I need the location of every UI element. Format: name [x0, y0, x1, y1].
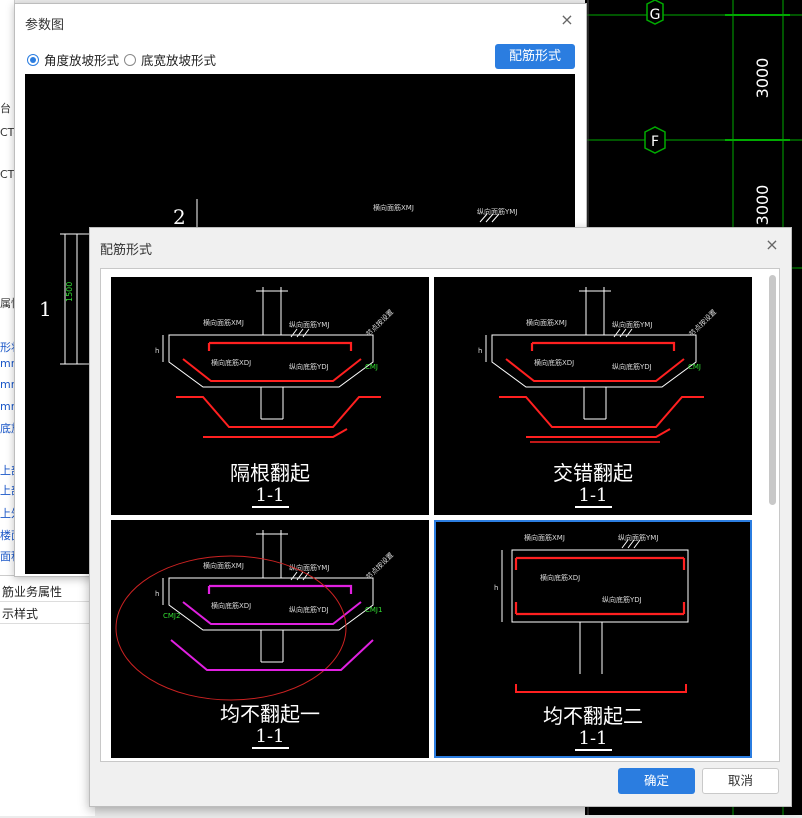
rebar-option-drawing: h 横向面筋XMJ 纵向面筋YMJ 横向底筋XDJ 纵向底筋YDJ — [494, 533, 689, 693]
params-dialog-title: 参数图 — [25, 18, 65, 33]
rebar-option-section: 1-1 — [111, 485, 429, 508]
drawing-label-xdj: 横向底筋XDJ — [540, 573, 580, 582]
axis-bubble-f — [644, 126, 666, 154]
drawing-label-h: h — [494, 584, 498, 592]
left-fragment-0: 台 — [0, 102, 11, 115]
preview-label-2: 2 — [173, 205, 186, 229]
drawing-label-xmj: 横向面筋XMJ — [524, 533, 565, 542]
props-row-display-style[interactable]: 示样式 — [0, 604, 95, 624]
drawing-label-xmj: 横向面筋XMJ — [203, 561, 244, 570]
rebar-option-section: 1-1 — [436, 728, 750, 751]
drawing-label-cmj: CMJ1 — [365, 606, 382, 614]
axis-label-f: F — [651, 134, 659, 150]
rebar-option-drawing: h 横向面筋XMJ 纵向面筋YMJ 横向底筋XDJ 纵向底筋YDJ CMJ 节点按设置 — [155, 287, 395, 438]
drawing-label-node: 节点按设置 — [364, 307, 395, 338]
radio-angle-slope[interactable]: 角度放坡形式 — [27, 50, 119, 69]
radio-unchecked-icon — [124, 53, 136, 66]
drawing-label-ymj: 纵向面筋YMJ — [612, 320, 652, 329]
rebar-option-alternate-bent[interactable]: h 横向面筋XMJ 纵向面筋YMJ 横向底筋XDJ 纵向底筋YDJ CMJ 节点按设置隔根翻… — [111, 277, 429, 515]
radio-angle-label: 角度放坡形式 — [44, 53, 120, 68]
axis-bubble-g — [646, 0, 664, 25]
drawing-label-ydj: 纵向底筋YDJ — [289, 605, 329, 614]
cancel-button[interactable]: 取消 — [702, 768, 779, 794]
radio-checked-icon — [27, 53, 39, 66]
drawing-label-cmj: CMJ — [688, 363, 701, 371]
drawing-label-ymj: 纵向面筋YMJ — [618, 533, 658, 542]
radio-width-slope[interactable]: 底宽放坡形式 — [124, 50, 216, 69]
drawing-label-xdj: 横向底筋XDJ — [211, 358, 251, 367]
drawing-label-ydj: 纵向底筋YDJ — [612, 362, 652, 371]
drawing-label-node: 节点按设置 — [687, 307, 718, 338]
left-fragment-2: CT- — [0, 168, 18, 181]
rebar-option-name: 均不翻起二 — [543, 704, 643, 728]
drawing-label-xdj: 横向底筋XDJ — [211, 601, 251, 610]
drawing-label-cmj: CMJ — [365, 363, 378, 371]
drawing-label-cmj2: CMJ2 — [163, 612, 180, 620]
drawing-label-xmj: 横向面筋XMJ — [526, 318, 567, 327]
rebar-option-name: 交错翻起 — [553, 461, 633, 485]
rebar-option-drawing: h 横向面筋XMJ 纵向面筋YMJ 横向底筋XDJ 纵向底筋YDJ CMJ 节点按设置 — [478, 287, 718, 443]
properties-panel: 筋业务属性 示样式 — [0, 575, 95, 816]
drawing-label-ymj: 纵向面筋YMJ — [289, 320, 329, 329]
rebar-option-drawing: h 横向面筋XMJ 纵向面筋YMJ 横向底筋XDJ 纵向底筋YDJ CMJ1 节点按设置 CM… — [115, 530, 395, 701]
drawing-label-h: h — [478, 347, 482, 355]
axis-label-g: G — [650, 7, 661, 23]
preview-label-ymj: 纵向面筋YMJ — [477, 207, 517, 216]
ok-button[interactable]: 确定 — [618, 768, 695, 794]
left-fragment-1: CT- — [0, 126, 18, 139]
preview-dim-1500: 1500 — [65, 282, 74, 302]
dim-label-3000-top: 3000 — [753, 58, 772, 99]
section-label: 1-1 — [251, 726, 289, 749]
rebar-form-button[interactable]: 配筋形式 — [495, 44, 575, 69]
drawing-label-ydj: 纵向底筋YDJ — [289, 362, 329, 371]
drawing-label-xmj: 横向面筋XMJ — [203, 318, 244, 327]
rebar-grid-scrollbar[interactable] — [769, 275, 776, 505]
section-label: 1-1 — [574, 485, 612, 508]
rebar-option-staggered-bent[interactable]: h 横向面筋XMJ 纵向面筋YMJ 横向底筋XDJ 纵向底筋YDJ CMJ 节点按设置交错翻… — [434, 277, 752, 515]
drawing-label-xdj: 横向底筋XDJ — [534, 358, 574, 367]
drawing-label-h: h — [155, 347, 159, 355]
dim-label-3000-bottom: 3000 — [753, 185, 772, 226]
preview-label-xmj: 横向面筋XMJ — [373, 203, 414, 212]
drawing-label-h: h — [155, 590, 159, 598]
drawing-label-ymj: 纵向面筋YMJ — [289, 563, 329, 572]
radio-width-label: 底宽放坡形式 — [141, 53, 217, 68]
section-label: 1-1 — [251, 485, 289, 508]
drawing-label-ydj: 纵向底筋YDJ — [602, 595, 642, 604]
rebar-option-name: 隔根翻起 — [230, 461, 310, 485]
rebar-option-name: 均不翻起一 — [220, 702, 320, 726]
rebar-option-section: 1-1 — [434, 485, 752, 508]
rebar-option-section: 1-1 — [111, 726, 429, 749]
props-row-rebar-business[interactable]: 筋业务属性 — [0, 582, 95, 602]
rebar-option-no-bent-1[interactable]: h 横向面筋XMJ 纵向面筋YMJ 横向底筋XDJ 纵向底筋YDJ CMJ1 节点按设置 CM… — [111, 520, 429, 758]
params-close-icon[interactable]: × — [560, 10, 574, 29]
preview-label-1: 1 — [39, 297, 52, 321]
section-label: 1-1 — [574, 728, 612, 751]
rebar-dialog-title: 配筋形式 — [100, 243, 153, 258]
drawing-label-node: 节点按设置 — [364, 550, 395, 581]
rebar-close-icon[interactable]: × — [765, 235, 779, 254]
rebar-form-dialog: 配筋形式 × h 横向面筋XMJ 纵向面筋YMJ 横向底筋XDJ 纵向底筋YDJ CMJ 节… — [89, 227, 792, 807]
